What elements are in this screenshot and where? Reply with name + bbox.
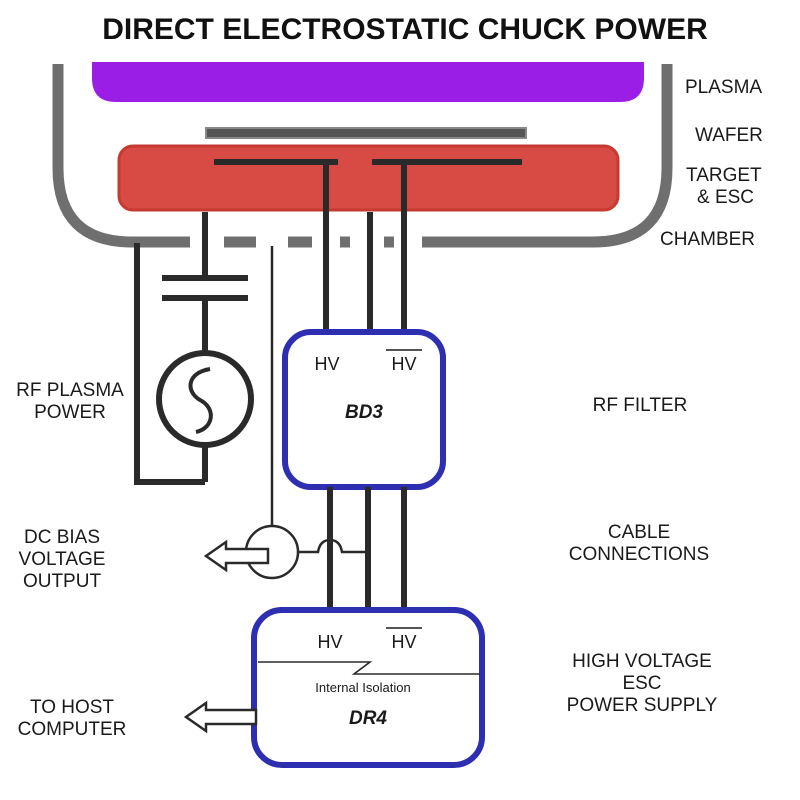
dc-bias-label-2: VOLTAGE [19, 549, 106, 570]
isolation-label: Internal Isolation [315, 680, 410, 695]
bd3-hv-bar-label: HV [391, 354, 416, 374]
bd3-hv-label: HV [314, 354, 339, 374]
dr4-box [251, 607, 485, 768]
hv-supply-label-1: HIGH VOLTAGE [572, 651, 712, 672]
plasma-region [92, 62, 644, 102]
hv-supply-label-3: POWER SUPPLY [567, 695, 718, 716]
dc-bias-crossover-wire [298, 538, 368, 554]
target-label-1: TARGET [686, 165, 762, 186]
sine-wave-icon [188, 367, 213, 434]
dr4-hv-label: HV [317, 632, 342, 652]
target-label-2: & ESC [697, 187, 754, 208]
chamber-wall [52, 64, 190, 248]
plasma-label: PLASMA [685, 77, 762, 98]
wafer-label: WAFER [695, 125, 763, 146]
bd3-name: BD3 [345, 402, 383, 423]
rf-power-label-1: RF PLASMA [16, 380, 124, 401]
cable-label-1: CABLE [608, 522, 670, 543]
bd3-box [282, 329, 446, 490]
host-output-arrow-icon [183, 700, 258, 734]
dc-bias-label-1: DC BIAS [24, 527, 100, 548]
rf-power-label-2: POWER [34, 402, 106, 423]
dr4-hv-bar-label: HV [391, 632, 416, 652]
rf-filter-label: RF FILTER [593, 395, 688, 416]
chamber-wall-right [422, 64, 673, 248]
hv-supply-label-2: ESC [622, 673, 661, 694]
dc-bias-label-3: OUTPUT [23, 571, 102, 592]
ac-source-icon [156, 350, 254, 448]
host-label-1: TO HOST [30, 697, 114, 718]
dc-bias-output-arrow-icon [203, 539, 270, 573]
target-esc [117, 144, 620, 212]
rf-return-wire [134, 243, 205, 485]
wafer [205, 127, 527, 139]
diagram-title: DIRECT ELECTROSTATIC CHUCK POWER [102, 13, 708, 46]
host-label-2: COMPUTER [18, 719, 127, 740]
chamber-label: CHAMBER [660, 229, 755, 250]
cable-label-2: CONNECTIONS [569, 544, 709, 565]
dr4-name: DR4 [349, 708, 387, 729]
isolation-line [258, 661, 480, 675]
